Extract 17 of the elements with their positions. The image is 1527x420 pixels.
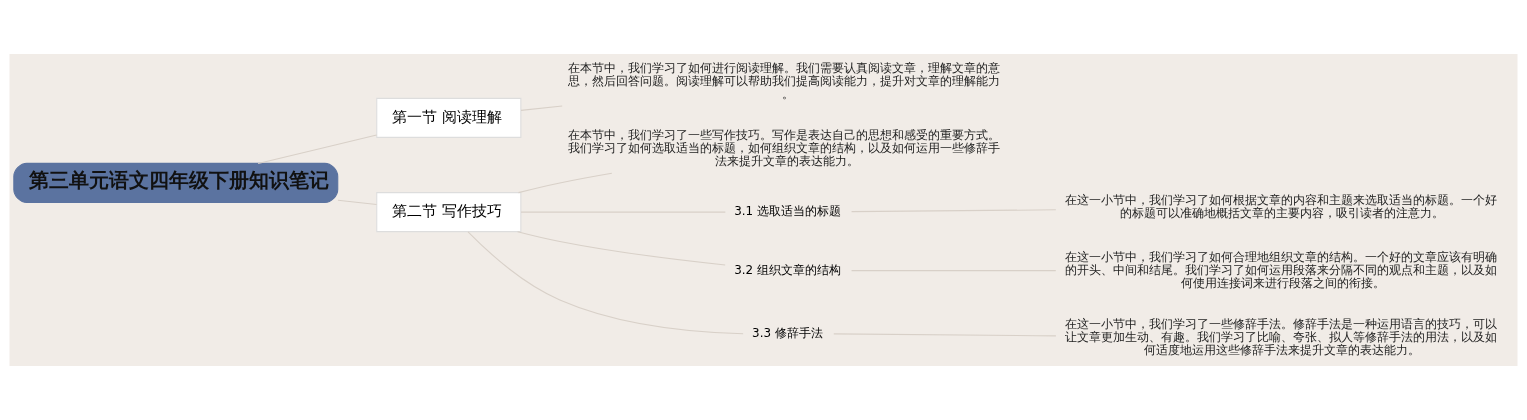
connector xyxy=(520,105,563,111)
connector xyxy=(257,134,378,164)
connector xyxy=(467,231,744,335)
node-box: 第三单元语文四年级下册知识笔记 xyxy=(13,162,339,203)
connector xyxy=(518,172,613,194)
node-box: 第一节 阅读理解 xyxy=(376,97,522,138)
node-text: 3.1 选取适当的标题 xyxy=(734,204,841,219)
node-text: 3.3 修辞手法 xyxy=(752,325,823,340)
connector xyxy=(337,199,378,206)
connector xyxy=(517,231,726,266)
node-text: 在这一小节中，我们学习了如何根据文章的内容和主题来选取适当的标题。一个好的标题可以准确地概括文章的主要内容，吸引读者的注意力。 xyxy=(1064,193,1497,221)
node-text: 在这一小节中，我们学习了如何合理地组织文章的结构。一个好的文章应该有明确的开头、中间和结尾。我们学习了如何运用段落来分隔不同的观点和主题，以及如何使用连接词来进行段落之间的衔接。 xyxy=(1064,249,1497,290)
node-text: 在本节中，我们学习了如何进行阅读理解。我们需要认真阅读文章，理解文章的意思，然后回答问题。阅读理解可以帮助我们提高阅读能力，提升对文章的理解能力。 xyxy=(568,61,1001,102)
node-box: 第二节 写作技巧 xyxy=(376,192,522,233)
node-text: 3.2 组织文章的结构 xyxy=(734,262,841,277)
node-text: 在本节中，我们学习了一些写作技巧。写作是表达自己的思想和感受的重要方式。我们学习了如何选取适当的标题，如何组织文章的结构，以及如何运用一些修辞手法来提升文章的表达能力。 xyxy=(568,128,1001,169)
node-text: 在这一小节中，我们学习了一些修辞手法。修辞手法是一种运用语言的技巧，可以让文章更加生动、有趣。我们学习了比喻、夸张、拟人等修辞手法的用法，以及如何适度地运用这些修辞手法来提升文章的表达能力。 xyxy=(1064,316,1497,357)
